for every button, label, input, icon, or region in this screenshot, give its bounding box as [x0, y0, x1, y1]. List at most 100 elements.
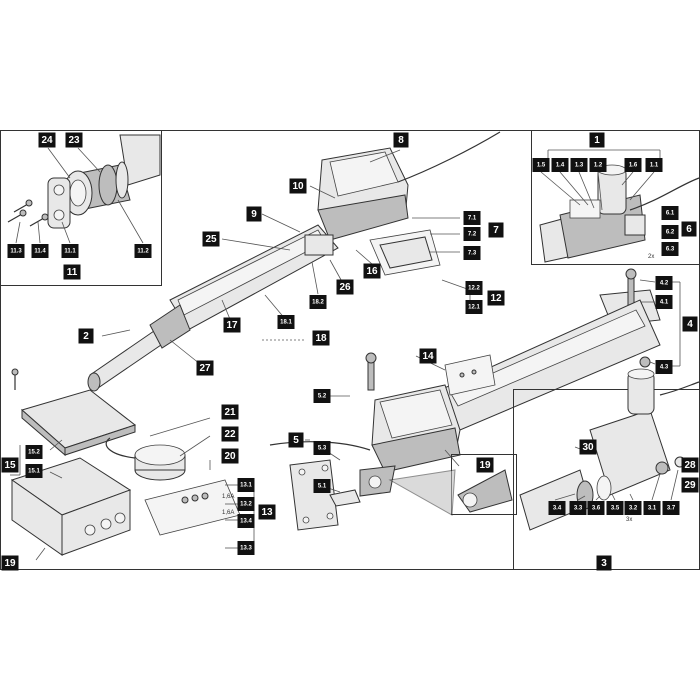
- part-label-text: 13.3: [240, 546, 252, 552]
- screw-icon: [7, 199, 49, 227]
- part-label-box: [313, 479, 331, 493]
- part-label-box: [237, 497, 255, 511]
- part-label-box: [476, 457, 494, 473]
- upper-operator: [87, 131, 501, 392]
- part-label-5-1: 5.1: [313, 479, 331, 493]
- part-label-15: 15: [1, 457, 19, 473]
- part-label-box: [661, 242, 679, 256]
- part-label-box: [681, 477, 699, 493]
- part-label-29: 29: [681, 477, 699, 493]
- part-label-3-7: 3.7: [662, 501, 680, 515]
- part-label-box: [78, 328, 94, 344]
- part-label-text: 6.2: [666, 230, 675, 236]
- inset-3: [513, 368, 700, 570]
- part-label-text: 13.1: [240, 483, 252, 489]
- part-label-text: 1.4: [556, 163, 565, 169]
- part-label-text: 20: [224, 451, 236, 462]
- part-label-text: 3.4: [553, 506, 562, 512]
- part-label-box: [488, 222, 504, 238]
- part-label-box: [465, 300, 483, 314]
- part-label-20: 20: [221, 448, 239, 464]
- part-label-text: 13: [261, 507, 273, 518]
- part-label-text: 13.2: [240, 502, 252, 508]
- part-label-text: 1.2: [594, 163, 603, 169]
- part-label-12: 12: [487, 290, 505, 306]
- part-label-box: [237, 478, 255, 492]
- part-label-9: 9: [246, 206, 262, 222]
- part-label-text: 6.1: [666, 211, 675, 217]
- part-label-box: [463, 227, 481, 241]
- part-label-box: [587, 501, 605, 515]
- part-label-box: [258, 504, 276, 520]
- part-label-5-2: 5.2: [313, 389, 331, 403]
- part-label-5-3: 5.3: [313, 441, 331, 455]
- part-label-box: [221, 404, 239, 420]
- part-label-box: [393, 132, 409, 148]
- lower-operator: [269, 299, 661, 497]
- part-label-box: [681, 221, 697, 237]
- part-label-text: 3.1: [648, 506, 657, 512]
- part-label-30: 30: [579, 439, 597, 455]
- part-label-3-6: 3.6: [587, 501, 605, 515]
- part-label-text: 5: [293, 435, 299, 446]
- part-label-text: 15.2: [28, 450, 40, 456]
- part-label-16: 16: [363, 263, 381, 279]
- part-label-2: 2: [78, 328, 94, 344]
- part-label-box: [312, 330, 330, 346]
- part-label-text: 4.2: [660, 281, 669, 287]
- part-label-text: 16: [366, 266, 378, 277]
- part-label-box: [661, 225, 679, 239]
- part-label-11-4: 11.4: [31, 244, 49, 258]
- part-label-6-1: 6.1: [661, 206, 679, 220]
- part-label-box: [134, 244, 152, 258]
- part-label-text: 11.3: [10, 249, 22, 255]
- part-label-3-2: 3.2: [624, 501, 642, 515]
- part-label-7-2: 7.2: [463, 227, 481, 241]
- part-label-13-4: 13.4: [237, 514, 255, 528]
- part-label-text: 28: [684, 460, 696, 471]
- part-label-7: 7: [488, 222, 504, 238]
- part-label-text: 18.2: [312, 300, 324, 306]
- part-label-box: [655, 360, 673, 374]
- part-label-7-1: 7.1: [463, 211, 481, 225]
- part-label-3-4: 3.4: [548, 501, 566, 515]
- part-label-text: 11: [67, 267, 78, 278]
- part-label-box: [570, 158, 588, 172]
- part-label-box: [288, 432, 304, 448]
- part-label-text: 3.3: [574, 506, 583, 512]
- part-label-box: [463, 246, 481, 260]
- part-label-6-2: 6.2: [661, 225, 679, 239]
- part-label-4-3: 4.3: [655, 360, 673, 374]
- part-label-box: [681, 457, 699, 473]
- part-label-box: [487, 290, 505, 306]
- part-label-text: 3: [601, 558, 607, 569]
- part-label-box: [309, 295, 327, 309]
- part-label-19: 19: [476, 457, 494, 473]
- part-label-text: 11.1: [64, 249, 76, 255]
- part-label-box: [596, 555, 612, 571]
- part-label-12-1: 12.1: [465, 300, 483, 314]
- part-label-1-3: 1.3: [570, 158, 588, 172]
- part-label-text: 21: [224, 407, 236, 418]
- part-label-text: 3.2: [629, 506, 638, 512]
- part-label-text: 15.1: [28, 469, 40, 475]
- part-label-box: [196, 360, 214, 376]
- part-label-box: [363, 263, 381, 279]
- part-label-4: 4: [682, 316, 698, 332]
- part-label-text: 18.1: [280, 320, 292, 326]
- part-label-text: 27: [199, 363, 211, 374]
- fuse-note-b: 1,6A: [222, 510, 234, 516]
- part-label-1-4: 1.4: [551, 158, 569, 172]
- detail-magnifier: [388, 454, 517, 516]
- part-label-18-1: 18.1: [277, 315, 295, 329]
- part-label-box: [548, 501, 566, 515]
- part-label-1-2: 1.2: [589, 158, 607, 172]
- part-label-box: [645, 158, 663, 172]
- part-label-1-5: 1.5: [532, 158, 550, 172]
- part-label-box: [551, 158, 569, 172]
- part-label-box: [655, 295, 673, 309]
- part-label-11: 11: [63, 264, 81, 280]
- part-label-text: 7: [493, 225, 499, 236]
- part-label-11-3: 11.3: [7, 244, 25, 258]
